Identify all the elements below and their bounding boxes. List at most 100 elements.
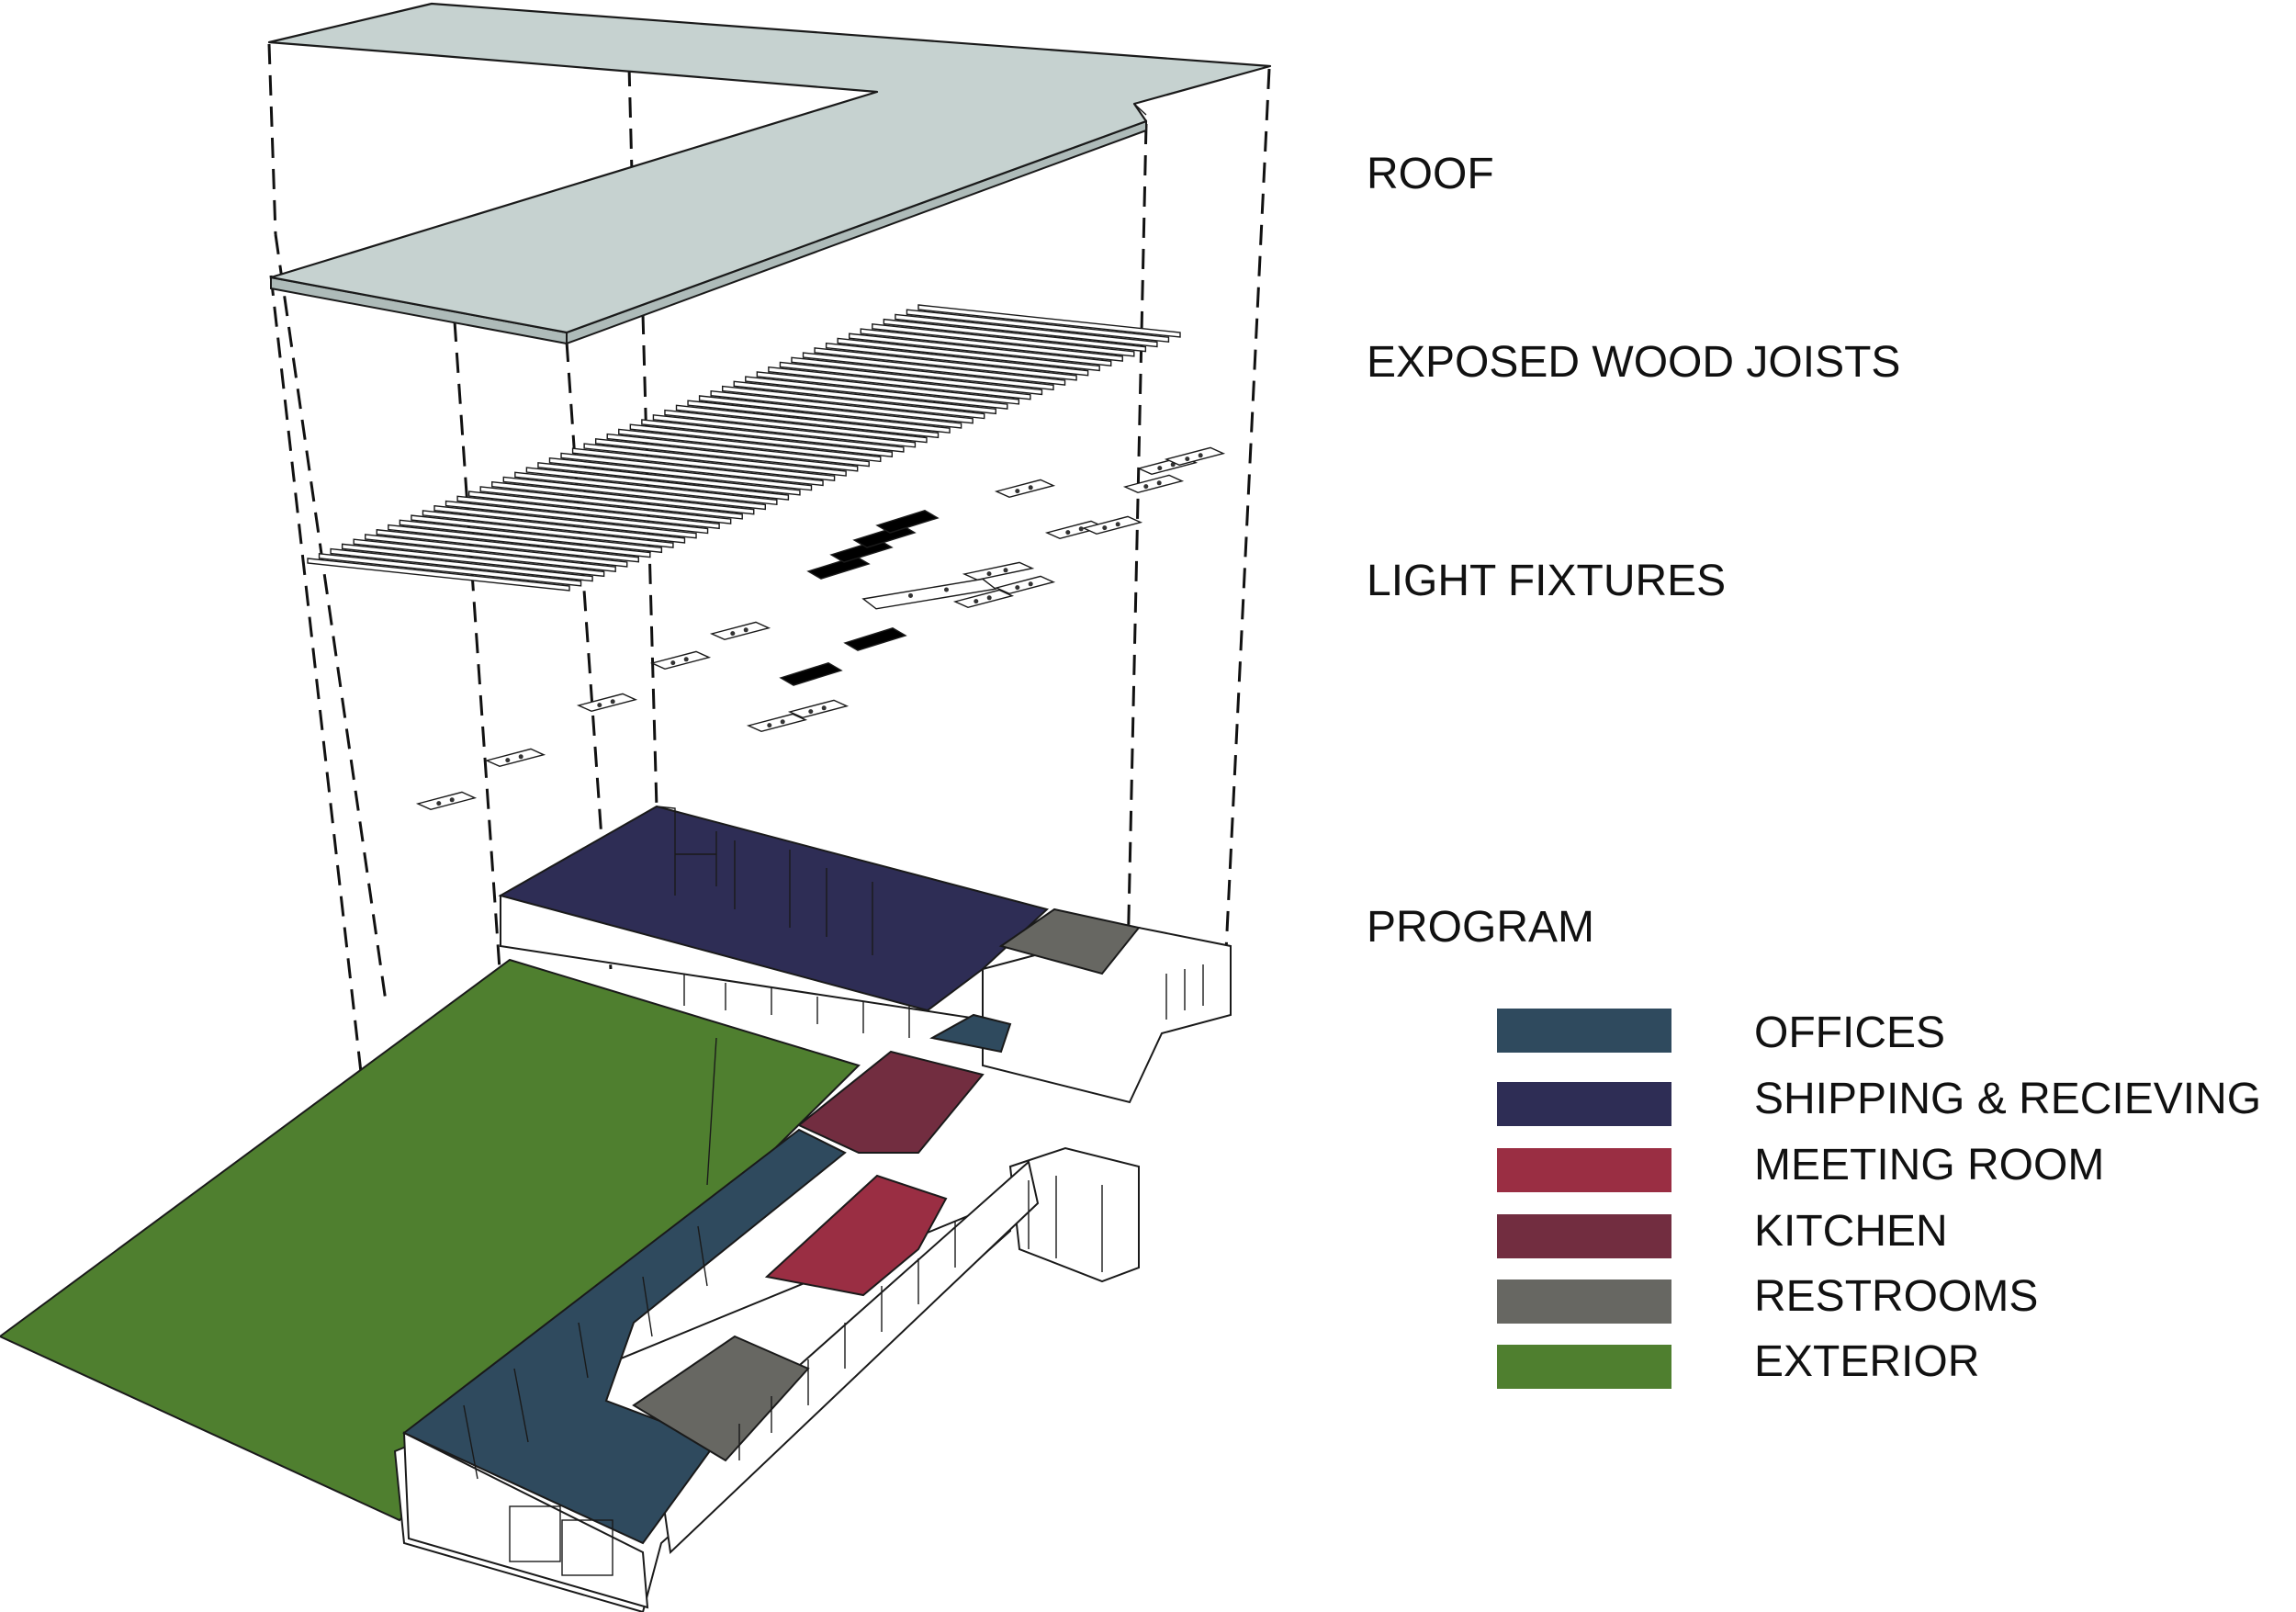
legend-label: SHIPPING & RECIEVING [1754,1075,2261,1123]
building-wall [402,1431,649,1609]
fixture-dot [518,754,523,760]
wood-joist [411,514,674,548]
fixture-dot [1028,485,1033,490]
wood-joist [791,356,1054,391]
legend-swatch [1497,1214,1671,1258]
fixture-dot [1115,522,1120,527]
projection-line [641,313,658,809]
legend-item-kitchen: KITCHEN [1497,1207,1948,1258]
wood-joist [606,433,870,468]
wood-joist [652,413,917,448]
fixture-dot [436,801,442,806]
wood-joist [664,409,928,444]
projection-line [274,233,388,1002]
layer-label-program: PROGRAM [1367,903,1594,952]
light-fixture [962,561,1035,581]
wood-joist [860,328,1123,362]
fixture-dot [1185,457,1190,462]
wood-joist [917,304,1181,338]
wood-joist [849,333,1112,367]
projection-line [1224,68,1271,952]
fixture-dot [730,631,736,637]
light-fixture [952,589,1015,609]
fixture-dot [974,599,979,604]
wood-joist [641,419,905,453]
light-fixture [787,699,850,719]
wood-joist [456,495,720,530]
wood-joist [330,547,593,582]
fixture-dot [1157,466,1163,471]
wood-joist [525,467,790,501]
legend-label: KITCHEN [1754,1207,1948,1256]
wood-joist [779,361,1043,396]
wood-joist [883,318,1147,353]
wood-joist [560,452,824,487]
legend-swatch [1497,1009,1671,1053]
wood-joist [906,309,1170,343]
wood-joist [307,558,570,592]
light-fixture [861,578,997,610]
projection-line [267,43,277,235]
wood-joist [571,447,836,482]
layer-label-joists: EXPOSED WOOD JOISTS [1367,338,1900,387]
wood-joist [698,395,962,429]
building-wall [1008,1146,1140,1283]
light-fixture [484,748,546,768]
fixture-dot [683,657,689,662]
legend-item-restrooms: RESTROOMS [1497,1272,2038,1324]
wood-joist [872,323,1135,357]
light-fixture-dark [806,556,871,580]
wood-joist [733,380,996,415]
wood-joist [433,504,697,539]
legend-label: MEETING ROOM [1754,1141,2104,1189]
fixture-dot [505,758,511,763]
legend-label: RESTROOMS [1754,1272,2038,1321]
fixture-dot [610,699,615,705]
fixture-dot [1065,530,1071,535]
light-fixture [415,791,478,811]
light-fixture-dark [779,662,843,686]
wood-joist [687,400,951,434]
legend-label: OFFICES [1754,1009,1945,1057]
wood-joist [318,553,582,587]
fixture-dot [908,592,913,598]
light-fixture [994,575,1056,595]
legend-swatch [1497,1279,1671,1324]
projection-line [453,321,502,984]
light-fixture [746,713,808,733]
wood-joist [895,313,1158,348]
fixture-dot [821,705,827,711]
kitchen-zone [797,1050,985,1154]
legend-swatch [1497,1148,1671,1192]
wood-joist [629,423,894,457]
wood-joist [802,352,1066,386]
legend-item-offices: OFFICES [1497,1009,1945,1057]
wood-joist [837,337,1100,372]
fixture-dot [1003,568,1008,573]
wood-joist [768,366,1031,400]
roof-slab [267,2,1272,334]
wood-joist [467,490,732,524]
fixture-dot [670,660,676,666]
fixture-dot [1102,525,1108,531]
wood-joist [353,538,616,572]
wood-joist [618,428,882,463]
office-zone-small [929,1013,1012,1054]
light-fixture-dark [843,627,907,651]
exterior-area [0,958,861,1522]
light-fixture [576,693,638,713]
wood-joist [710,389,974,424]
wood-joist [594,438,859,472]
wood-joist [814,347,1077,381]
fixture-dot [808,709,814,715]
wood-joist [365,534,628,568]
wood-joist [502,476,767,511]
fixture-dot [449,797,455,803]
fixture-dot [944,587,949,592]
wood-joist [756,371,1020,405]
fixture-dot [1156,480,1162,486]
fixture-dot [1078,526,1084,532]
fixture-dot [986,571,992,577]
wood-joist [721,385,985,420]
